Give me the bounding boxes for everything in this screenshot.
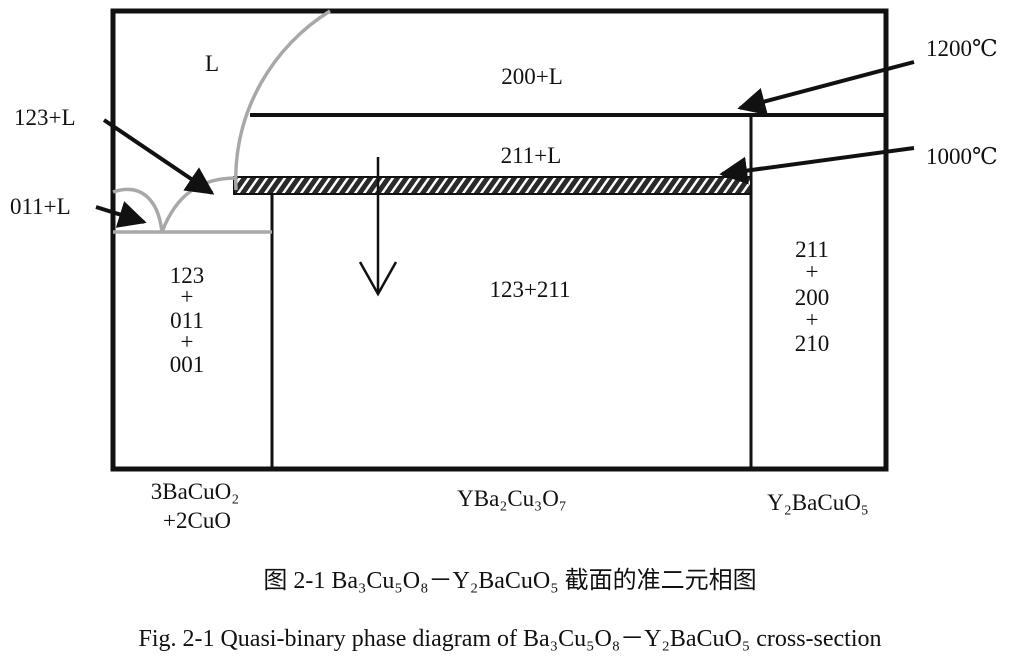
svg-text:123: 123 bbox=[170, 263, 205, 288]
callout-1200-label: 1200℃ bbox=[926, 36, 998, 61]
callout-1200-arrow bbox=[737, 60, 915, 116]
svg-text:+: + bbox=[181, 329, 194, 354]
callout-1000-label: 1000℃ bbox=[926, 144, 998, 169]
region-200-l-label: 200+L bbox=[501, 64, 563, 89]
caption-english: Fig. 2-1 Quasi-binary phase diagram of B… bbox=[138, 626, 881, 652]
axis-left-line1: 3BaCuO₂ bbox=[151, 479, 240, 504]
svg-text:011: 011 bbox=[170, 308, 204, 333]
svg-text:001: 001 bbox=[170, 352, 205, 377]
region-liquid-label: L bbox=[205, 51, 219, 76]
callout-1000-arrow bbox=[719, 146, 915, 185]
caption-chinese: 图 2-1 Ba₃Cu₅O₈－Y₂BaCuO₅ 截面的准二元相图 bbox=[263, 567, 756, 594]
cooling-arrow bbox=[358, 157, 398, 297]
isotherm-1000-band bbox=[233, 176, 752, 195]
liquidus-curve-upper bbox=[234, 9, 331, 191]
svg-text:+: + bbox=[181, 284, 194, 309]
svg-text:+: + bbox=[806, 307, 819, 332]
callout-011-l-label: 011+L bbox=[10, 194, 71, 219]
svg-text:210: 210 bbox=[795, 331, 830, 356]
region-211-l-label: 211+L bbox=[501, 143, 562, 168]
axis-right-label: Y₂BaCuO₅ bbox=[767, 490, 869, 515]
region-left-stack: 123 + 011 + 001 bbox=[170, 263, 205, 377]
region-right-stack: 211 + 200 + 210 bbox=[795, 237, 830, 356]
svg-text:211: 211 bbox=[795, 237, 829, 262]
region-123-211-label: 123+211 bbox=[489, 277, 570, 302]
axis-middle-label: YBa₂Cu₃O₇ bbox=[457, 486, 567, 511]
callout-123-l-label: 123+L bbox=[14, 105, 76, 130]
svg-text:200: 200 bbox=[795, 285, 830, 310]
diagram-frame bbox=[110, 8, 889, 472]
callout-123-l-arrow bbox=[102, 118, 215, 195]
callout-011-l-arrow bbox=[95, 201, 147, 228]
axis-left-line2: +2CuO bbox=[163, 508, 231, 533]
liquidus-curve-left-eutectic bbox=[112, 187, 164, 233]
svg-text:+: + bbox=[806, 259, 819, 284]
